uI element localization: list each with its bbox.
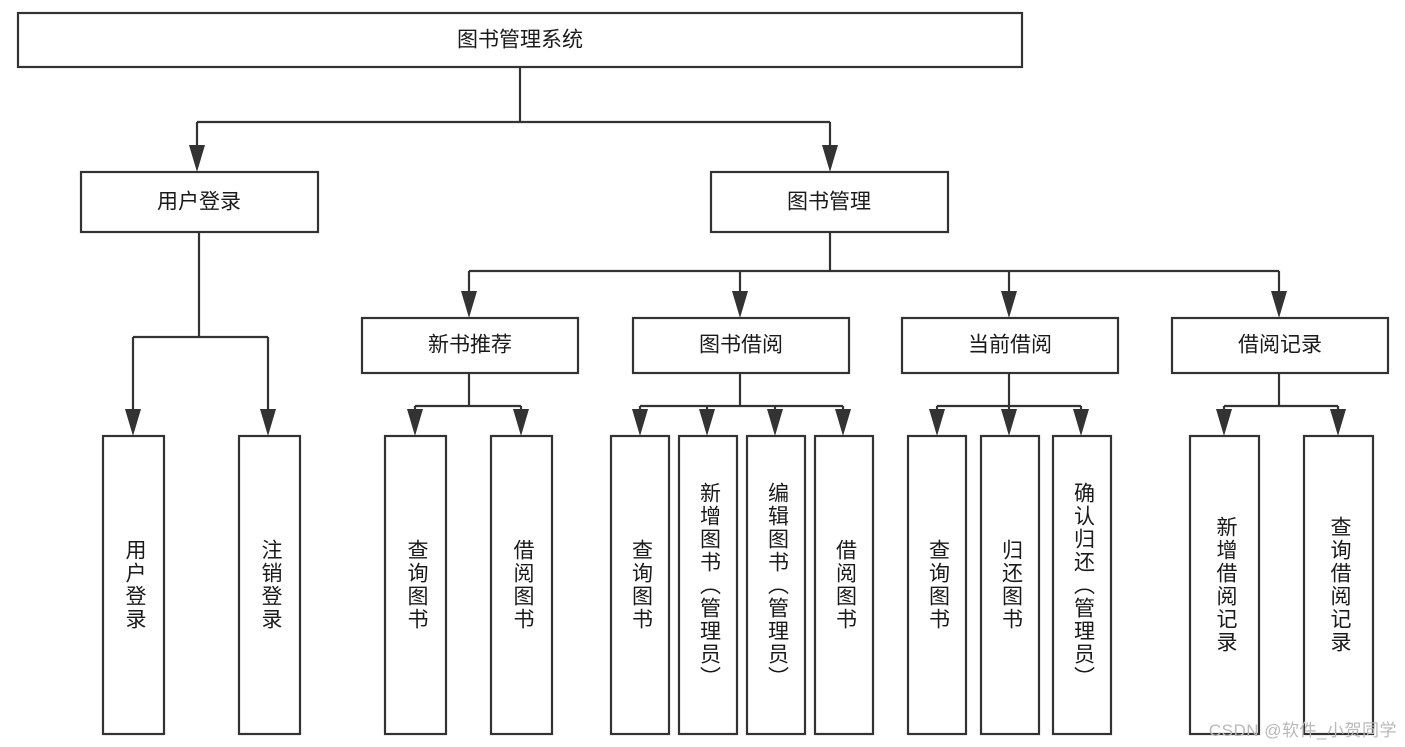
arrow-head-leaf-book-borrow-2	[767, 409, 783, 436]
node-box-root[interactable]	[16, 11, 1024, 69]
watermark-text: CSDN @软件_小贺同学	[1208, 721, 1397, 740]
leaf-box-book-borrow-2[interactable]	[745, 434, 807, 736]
connector-group-current-borrow	[929, 373, 1089, 436]
connector-group-book-mgmt	[461, 232, 1287, 318]
node-label-current-borrow: 当前借阅	[968, 334, 1052, 357]
node-label-user-login: 用户登录	[157, 191, 241, 214]
connector-group-root	[189, 67, 838, 172]
connector-group-new-book	[407, 373, 529, 436]
leaf-box-borrow-record-0[interactable]	[1188, 434, 1261, 736]
leaf-box-book-borrow-0[interactable]	[609, 434, 671, 736]
node-label-book-mgmt: 图书管理	[787, 191, 871, 214]
arrow-head-leaf-borrow-record-1	[1330, 409, 1346, 436]
arrow-head-leaf-current-borrow-0	[929, 409, 945, 436]
arrow-head-leaf-new-book-1	[513, 409, 529, 436]
connector-group-borrow-record	[1216, 373, 1346, 436]
arrow-head-level3-1	[732, 291, 748, 318]
node-box-borrow-record[interactable]	[1170, 316, 1390, 375]
arrow-head-leaf-current-borrow-2	[1073, 409, 1089, 436]
node-box-current-borrow[interactable]	[900, 316, 1120, 375]
arrow-head-leaf-book-borrow-0	[632, 409, 648, 436]
arrow-head-level3-3	[1271, 291, 1287, 318]
node-label-root: 图书管理系统	[457, 29, 583, 52]
leaf-box-user-login-0[interactable]	[101, 434, 166, 736]
arrow-head-leaf-user-login-1	[260, 409, 276, 436]
leaf-box-user-login-1[interactable]	[237, 434, 302, 736]
node-label-new-book-recommend: 新书推荐	[428, 334, 512, 357]
connector-group-book-borrow	[632, 373, 851, 436]
node-box-user-login[interactable]	[79, 170, 320, 234]
leaf-box-borrow-record-1[interactable]	[1302, 434, 1375, 736]
node-box-new-book-recommend[interactable]	[360, 316, 580, 375]
arrow-head-leaf-new-book-0	[407, 409, 423, 436]
node-label-book-borrow: 图书借阅	[699, 334, 783, 357]
arrow-head-leaf-book-borrow-3	[835, 409, 851, 436]
leaf-box-new-book-0[interactable]	[383, 434, 448, 736]
leaf-box-book-borrow-1[interactable]	[677, 434, 739, 736]
leaf-box-new-book-1[interactable]	[489, 434, 554, 736]
node-box-book-borrow[interactable]	[631, 316, 851, 375]
arrow-head-leaf-book-borrow-1	[699, 409, 715, 436]
node-box-book-mgmt[interactable]	[709, 170, 950, 234]
node-label-borrow-record: 借阅记录	[1238, 334, 1322, 357]
leaf-box-current-borrow-0[interactable]	[906, 434, 968, 736]
leaf-box-current-borrow-2[interactable]	[1051, 434, 1113, 736]
arrow-head-user-login	[189, 145, 205, 172]
arrow-head-level3-0	[461, 291, 477, 318]
arrow-head-leaf-borrow-record-0	[1216, 409, 1232, 436]
arrow-head-book-mgmt	[822, 145, 838, 172]
leaf-box-current-borrow-1[interactable]	[979, 434, 1041, 736]
arrow-head-leaf-current-borrow-1	[1001, 409, 1017, 436]
arrow-head-leaf-user-login-0	[125, 409, 141, 436]
arrow-head-level3-2	[1001, 291, 1017, 318]
leaf-box-book-borrow-3[interactable]	[813, 434, 875, 736]
connector-group-user-login	[125, 232, 276, 436]
